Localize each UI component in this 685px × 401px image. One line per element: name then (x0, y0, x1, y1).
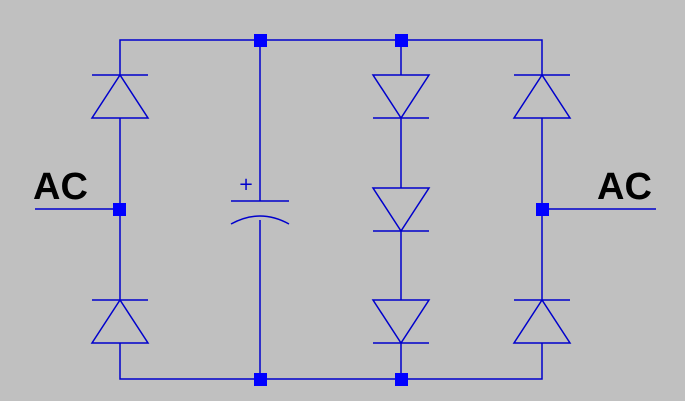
capacitor-plate-negative (230, 215, 290, 225)
diode-right-bottom (512, 298, 572, 344)
top-bus-wire (119, 39, 543, 75)
capacitor (230, 200, 290, 225)
diode-left-bottom (90, 298, 150, 344)
left-ac-label: AC (33, 166, 88, 208)
capacitor-polarity-label: + (238, 174, 253, 195)
junctions (113, 34, 549, 386)
diode-chain-3 (371, 299, 431, 345)
diode-chain-2 (371, 187, 431, 233)
junction-dot (113, 203, 126, 216)
right-ac-label: AC (597, 166, 652, 208)
bottom-bus-wire (119, 343, 543, 380)
junction-dot (395, 34, 408, 47)
wires (35, 39, 656, 380)
diode-right-top (512, 73, 572, 119)
junction-dot (254, 373, 267, 386)
junction-dot (254, 34, 267, 47)
diode-chain-1 (371, 74, 431, 120)
junction-dot (536, 203, 549, 216)
diode-left-top (90, 73, 150, 119)
junction-dot (395, 373, 408, 386)
diodes (90, 73, 572, 345)
